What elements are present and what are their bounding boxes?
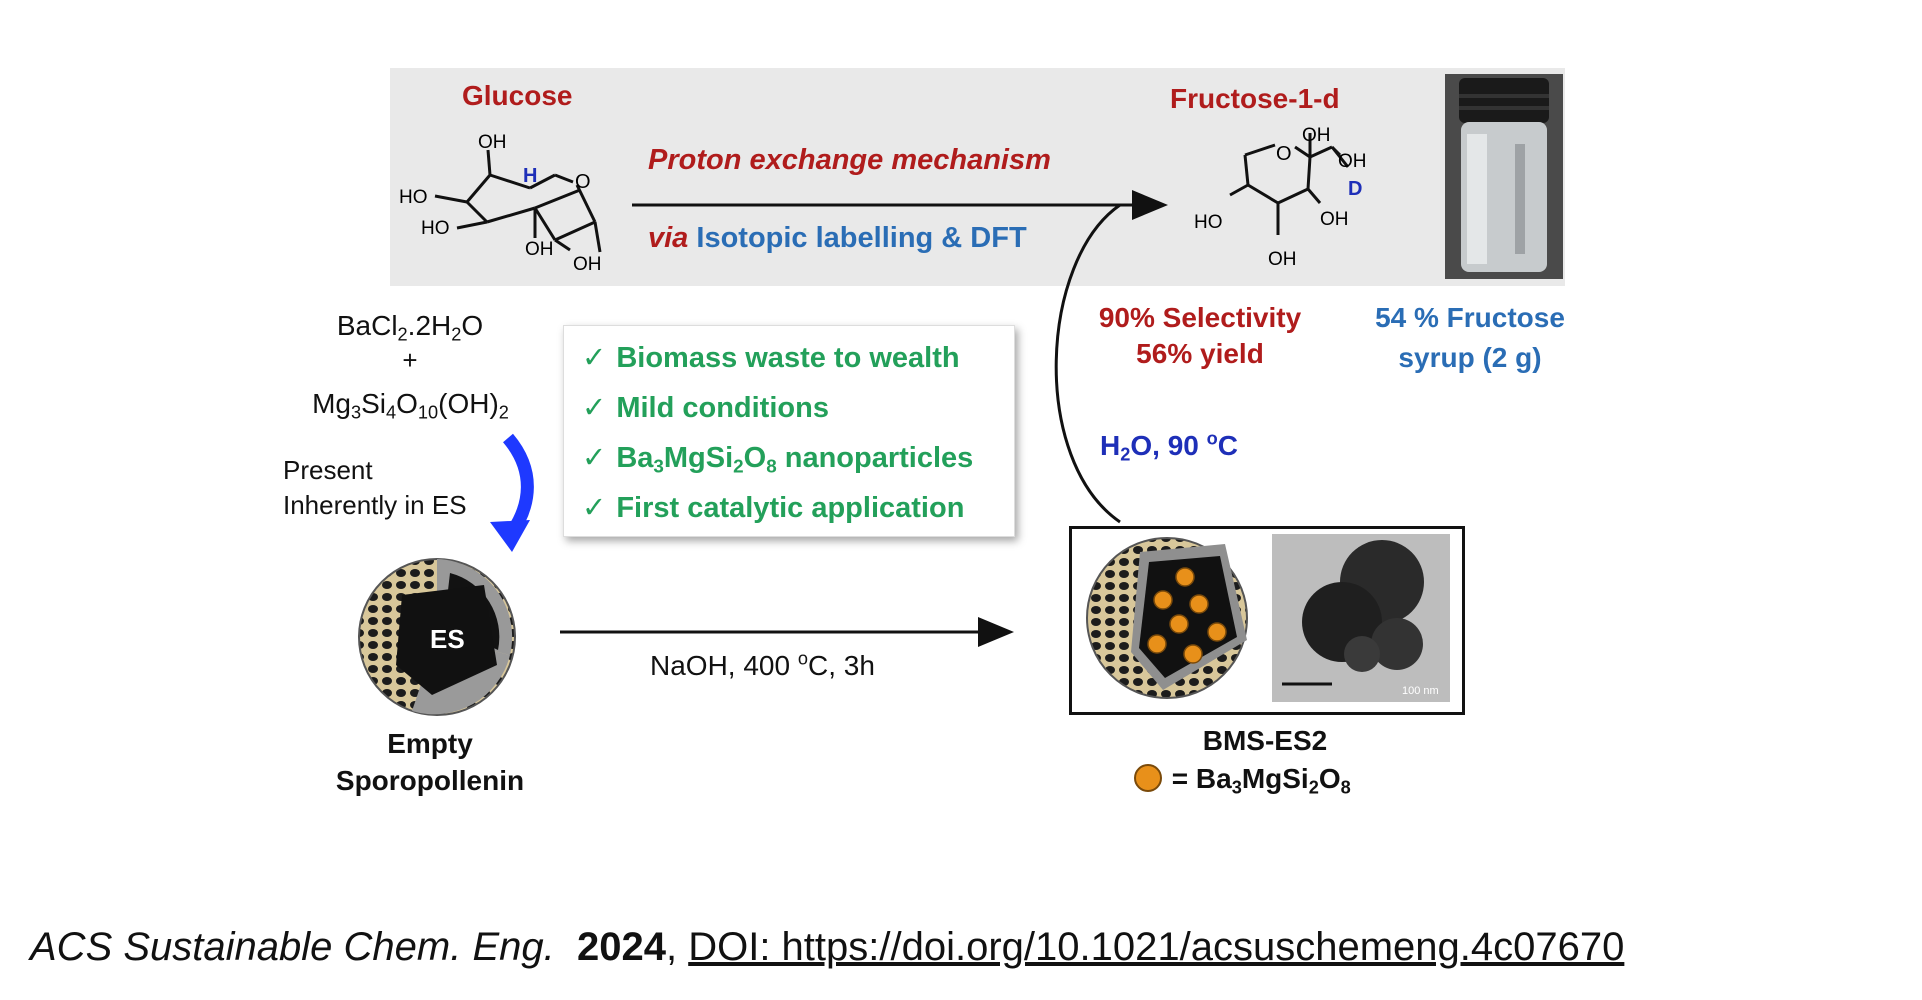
highlight-first-text: First catalytic application — [616, 492, 965, 524]
fructose-structure: OH O OH D HO OH OH — [1194, 125, 1367, 270]
water-conditions: H2O, 90 oC — [1100, 428, 1238, 465]
checkmark-icon: ✓ — [582, 342, 607, 374]
method-text: Isotopic labelling & DFT — [696, 222, 1027, 254]
fructose-ho-left: HO — [1194, 212, 1223, 233]
glucose-h-label: H — [523, 165, 537, 187]
empty-line1: Empty — [387, 728, 473, 759]
selectivity-block: 90% Selectivity 56% yield — [1075, 300, 1325, 372]
citation-year: 2024 — [576, 925, 666, 969]
reaction-band — [390, 68, 1565, 286]
highlight-mild: ✓ Mild conditions — [582, 390, 829, 425]
glucose-o-ring: O — [575, 171, 591, 193]
highlight-biomass: ✓ Biomass waste to wealth — [582, 340, 960, 375]
bms-es2-sphere — [1086, 537, 1248, 699]
present-line1: Present — [283, 455, 373, 485]
empty-line2: Sporopollenin — [335, 765, 525, 796]
glucose-oh-bottom2: OH — [573, 254, 602, 275]
syrup-line2: syrup (2 g) — [1398, 342, 1542, 373]
blue-arrow-head — [490, 520, 530, 552]
present-line2: Inherently in ES — [283, 490, 467, 520]
syrup-block: 54 % Fructose syrup (2 g) — [1345, 298, 1595, 378]
citation-journal: ACS Sustainable Chem. Eng. — [30, 925, 555, 969]
method-line: via Isotopic labelling & DFT — [648, 222, 1027, 255]
highlight-nanoparticles: ✓Ba3MgSi2O8 nanoparticles — [582, 442, 974, 477]
tem-micrograph: 100 nm — [1272, 534, 1450, 702]
citation: ACS Sustainable Chem. Eng. 2024, DOI: ht… — [30, 925, 1624, 970]
yield-text: 56% yield — [1136, 338, 1264, 369]
glucose-ho-left1: HO — [399, 187, 428, 208]
mechanism-text: Proton exchange mechanism — [648, 144, 1051, 176]
highlights-box: ✓ Biomass waste to wealth ✓ Mild condition… — [563, 325, 1015, 537]
fructose-d-label: D — [1348, 178, 1362, 200]
fructose-oh-top: OH — [1302, 125, 1331, 146]
glucose-structure: OH H O HO HO OH OH — [399, 132, 602, 275]
highlight-mild-text: Mild conditions — [616, 392, 829, 424]
glucose-oh-top: OH — [478, 132, 507, 153]
glucose-label: Glucose — [462, 80, 573, 111]
checkmark-icon: ✓ — [582, 442, 607, 474]
highlight-first-application: ✓ First catalytic application — [582, 490, 964, 525]
syrup-line1: 54 % Fructose — [1375, 302, 1565, 333]
es-label: ES — [430, 624, 465, 654]
checkmark-icon: ✓ — [582, 392, 607, 424]
nanoparticle-legend-icon — [1134, 764, 1162, 792]
scale-bar-label: 100 nm — [1402, 685, 1439, 697]
checkmark-icon: ✓ — [582, 492, 607, 524]
fructose-label: Fructose-1-d — [1170, 83, 1340, 114]
empty-sporopollenin-sphere: ES — [358, 558, 516, 716]
citation-doi-link[interactable]: DOI: https://doi.org/10.1021/acsuschemen… — [688, 925, 1625, 969]
bacl2-formula: BaCl2.2H2O — [336, 310, 484, 345]
empty-sporopollenin-label: Empty Sporopollenin — [310, 725, 550, 799]
fructose-oh-mid: OH — [1320, 209, 1349, 230]
highlight-biomass-text: Biomass waste to wealth — [616, 342, 960, 374]
citation-separator: , — [665, 925, 678, 969]
fructose-oh-bottom: OH — [1268, 249, 1297, 270]
talc-formula: Mg3Si4O10(OH)2 — [312, 388, 509, 423]
glucose-oh-bottom1: OH — [525, 239, 554, 260]
fructose-oh-right: OH — [1338, 151, 1367, 172]
bms-es2-label: BMS-ES2 — [1202, 725, 1328, 756]
plus-sign: + — [402, 345, 418, 375]
via-word: via — [648, 222, 689, 254]
recycle-curve — [1054, 203, 1121, 524]
tem-image: 100 nm — [1272, 534, 1450, 702]
fructose-syrup-vial-photo — [1445, 74, 1563, 279]
selectivity-text: 90% Selectivity — [1098, 302, 1302, 333]
fructose-o-ring: O — [1276, 143, 1292, 165]
glucose-ho-left2: HO — [421, 218, 450, 239]
synthesis-conditions: NaOH, 400 oC, 3h — [650, 648, 875, 681]
catalyst-legend: = Ba3MgSi2O8 — [1132, 762, 1351, 797]
